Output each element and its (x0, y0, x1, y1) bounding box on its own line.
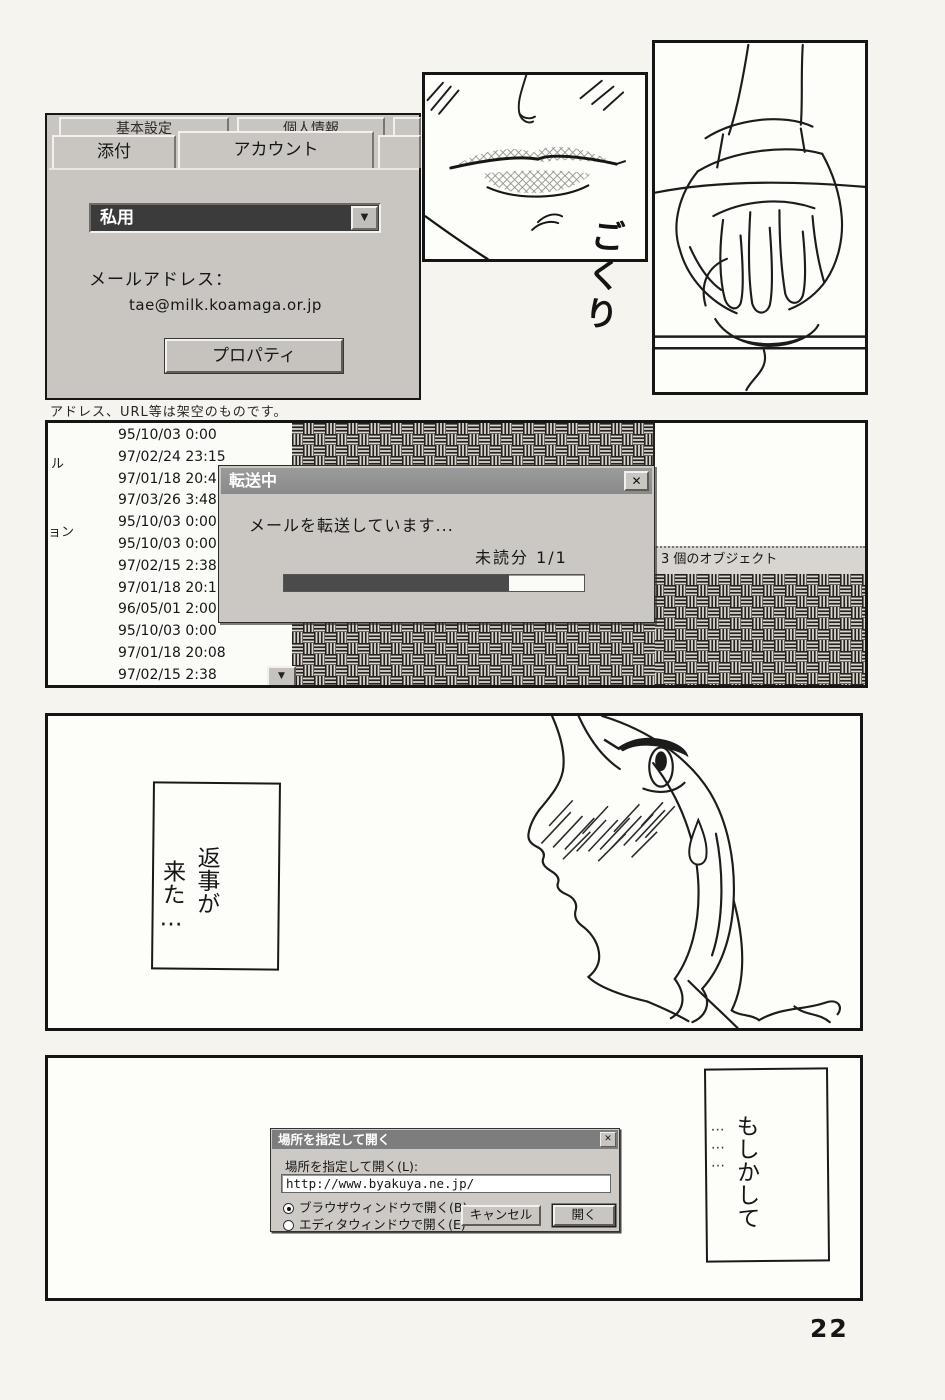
transfer-progress-dialog: 転送中 ✕ メールを転送しています... 未読分 1/1 (218, 465, 655, 623)
account-dropdown-value: 私用 (100, 208, 134, 228)
tab-attachment[interactable]: 添付 (52, 135, 176, 168)
mail-row[interactable]: 96/05/01 2:00 (118, 601, 217, 618)
progress-fill (284, 575, 509, 591)
close-icon[interactable]: ✕ (600, 1132, 616, 1147)
location-label: 場所を指定して開く(L): (285, 1159, 419, 1174)
open-location-dialog: 場所を指定して開く ✕ 場所を指定して開く(L): http://www.bya… (270, 1128, 620, 1232)
close-icon[interactable]: ✕ (624, 471, 649, 491)
mail-row[interactable]: 97/02/15 2:38 (118, 666, 217, 683)
progress-message: メールを転送しています... (249, 516, 454, 535)
mail-list: 95/10/03 0:00 97/02/24 23:15 97/01/18 20… (48, 425, 300, 685)
mail-client-panel: 3 個のオブジェクト 95/10/03 0:00 97/02/24 23:15 … (45, 420, 868, 688)
speech-text: もしかして……… (706, 1070, 787, 1261)
mail-row[interactable]: 97/01/18 20:1 (118, 579, 217, 596)
chevron-down-icon[interactable]: ▼ (351, 206, 378, 230)
mail-row[interactable]: 97/02/15 2:38 (118, 557, 217, 574)
mail-row[interactable]: 97/03/26 3:48 (118, 492, 217, 509)
mouth-drawing (425, 75, 627, 259)
status-bar: 3 個のオブジェクト (653, 546, 865, 574)
radio-unselected-icon[interactable] (283, 1220, 294, 1231)
tab-body-divider (49, 168, 419, 170)
desktop-pattern-bottom (292, 621, 655, 685)
speech-text: 返事が来た… (153, 783, 250, 968)
radio-open-editor[interactable]: エディタウィンドウで開く(E) (283, 1218, 466, 1232)
radio-open-browser[interactable]: ブラウザウィンドウで開く(B) (283, 1201, 467, 1215)
account-settings-dialog: 基本設定 個人情報 添付 アカウント 私用 ▼ メールアドレス： tae@mil… (45, 113, 421, 400)
radio-selected-icon[interactable] (283, 1203, 294, 1214)
progress-bar (283, 574, 585, 592)
properties-button[interactable]: プロパティ (165, 339, 343, 373)
hand-mouse-drawing (655, 43, 865, 392)
mail-row[interactable]: 95/10/03 0:00 (118, 427, 217, 443)
speech-line: 来た… (157, 859, 185, 932)
mail-column-fragment: ョン (48, 525, 75, 540)
tab-account[interactable]: アカウント (178, 131, 374, 168)
speech-line: もしかして (731, 1114, 760, 1230)
speech-box-maybe: もしかして……… (703, 1067, 831, 1263)
desktop-pattern-right (653, 574, 865, 685)
mail-row[interactable]: 95/10/03 0:00 (118, 623, 217, 640)
fictional-address-caption: アドレス、URL等は架空のものです。 (50, 405, 288, 420)
face-profile-drawing (527, 716, 841, 1028)
speech-dots: ……… (709, 1118, 727, 1173)
open-button[interactable]: 開く (553, 1205, 615, 1226)
url-input[interactable]: http://www.byakuya.ne.jp/ (281, 1174, 611, 1193)
mail-row[interactable]: 95/10/03 0:00 (118, 514, 217, 531)
email-address-value: tae@milk.koamaga.or.jp (129, 296, 322, 314)
cancel-button[interactable]: キャンセル (461, 1205, 541, 1226)
tab-front-partial[interactable] (378, 135, 421, 168)
mail-row[interactable]: 97/01/18 20:4 (118, 470, 217, 487)
hand-mouse-panel (652, 40, 868, 395)
mail-row[interactable]: 97/01/18 20:08 (118, 644, 226, 661)
page-number: 22 (810, 1314, 849, 1343)
mail-column-fragment: ル (51, 457, 65, 472)
bottom-panel: 場所を指定して開く ✕ 場所を指定して開く(L): http://www.bya… (45, 1055, 863, 1301)
dialog-title: 場所を指定して開く (278, 1132, 391, 1147)
radio-label: ブラウザウィンドウで開く(B) (299, 1200, 468, 1215)
email-address-label: メールアドレス： (89, 270, 233, 290)
account-dropdown[interactable]: 私用 ▼ (89, 203, 381, 233)
dialog-titlebar[interactable]: 場所を指定して開く ✕ (272, 1130, 618, 1149)
unread-count: 未読分 1/1 (475, 548, 568, 567)
arrow-down-icon: ▼ (278, 671, 285, 681)
desktop-pattern-top (292, 423, 653, 469)
mail-row[interactable]: 97/02/24 23:15 (118, 448, 226, 465)
radio-label: エディタウィンドウで開く(E) (299, 1217, 466, 1232)
sfx-gulp-text: ごくり (575, 216, 627, 337)
mail-row[interactable]: 95/10/03 0:00 (118, 535, 217, 552)
speech-box-reply: 返事が来た… (151, 781, 281, 971)
scroll-down-button[interactable]: ▼ (267, 666, 296, 685)
speech-line: 返事が (192, 845, 220, 916)
tab-back-partial[interactable] (393, 117, 421, 139)
dialog-titlebar[interactable]: 転送中 ✕ (221, 468, 652, 494)
face-profile-panel: 返事が来た… (45, 713, 863, 1031)
window-white-area (653, 423, 865, 546)
dialog-title: 転送中 (229, 471, 278, 490)
mouth-closeup-panel (422, 72, 648, 262)
